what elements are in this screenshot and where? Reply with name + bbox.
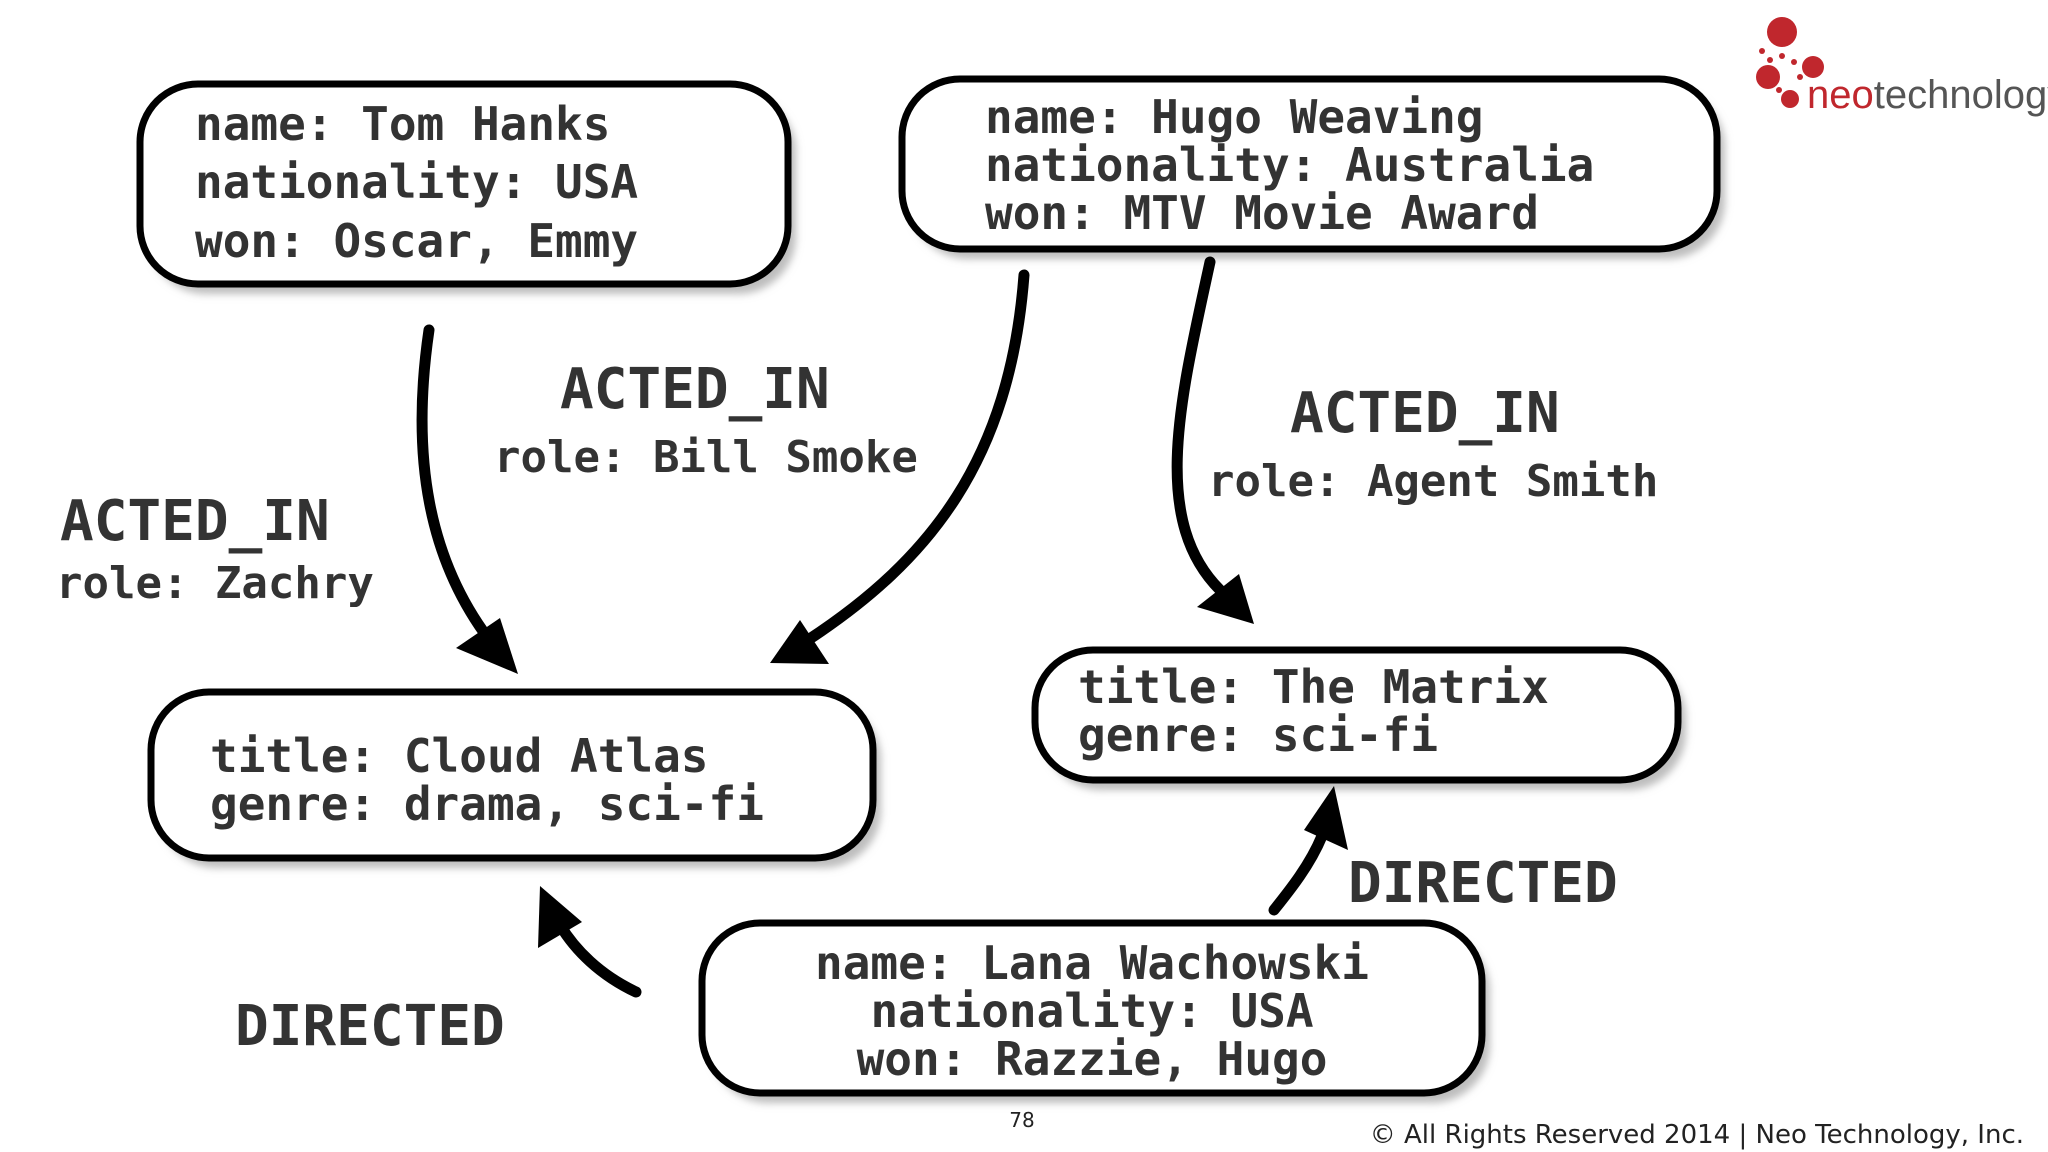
edge-tom-hanks-acted-in-cloud-atlas: ACTED_IN role: Zachry [56, 324, 518, 674]
edge-role-label: role: Agent Smith [1208, 456, 1658, 507]
logo-dot [1802, 56, 1824, 78]
edge-role-label: role: Zachry [56, 558, 374, 609]
edge-line [1268, 830, 1328, 916]
node-box [136, 80, 792, 288]
edge-lana-wachowski-directed-the-matrix: DIRECTED [1268, 786, 1618, 916]
node-title: title: The Matrix [1078, 660, 1549, 714]
edge-role-label: role: Bill Smoke [494, 432, 918, 483]
node-lana-wachowski: name: Lana Wachowski nationality: USA wo… [698, 919, 1490, 1103]
node-won: won: Oscar, Emmy [195, 214, 638, 268]
edge-type-label: ACTED_IN [1290, 381, 1560, 446]
node-box [147, 688, 877, 862]
arrow-head [770, 620, 829, 664]
logo-dot [1776, 87, 1782, 93]
node-name: name: Hugo Weaving [985, 90, 1484, 144]
edge-hugo-weaving-acted-in-cloud-atlas: ACTED_IN role: Bill Smoke [494, 269, 1030, 664]
arrow-head [456, 618, 518, 674]
edge-hugo-weaving-acted-in-the-matrix: ACTED_IN role: Agent Smith [1171, 256, 1658, 624]
node-genre: genre: sci-fi [1078, 708, 1438, 762]
logo-dot [1759, 48, 1765, 54]
neotechnology-logo: neotechnology [1756, 17, 2048, 117]
node-name: name: Tom Hanks [195, 97, 610, 151]
node-nationality: nationality: USA [195, 155, 638, 209]
node-the-matrix: title: The Matrix genre: sci-fi [1031, 646, 1686, 790]
logo-dot [1797, 74, 1803, 80]
logo-text: neotechnology [1807, 73, 2048, 117]
page-number: 78 [1009, 1108, 1034, 1132]
logo-dot [1756, 65, 1780, 89]
arrow-head [1197, 574, 1254, 624]
edge-lana-wachowski-directed-cloud-atlas: DIRECTED [235, 886, 642, 1059]
arrow-head [538, 886, 582, 948]
edge-line [416, 324, 494, 644]
node-title: title: Cloud Atlas [210, 729, 709, 783]
node-won: won: MTV Movie Award [985, 186, 1539, 240]
edge-type-label: DIRECTED [235, 994, 505, 1059]
edge-line [802, 269, 1030, 646]
node-won: won: Razzie, Hugo [857, 1032, 1328, 1086]
arrow-head [1304, 786, 1348, 850]
logo-dot [1767, 17, 1797, 47]
edge-type-label: ACTED_IN [560, 357, 830, 422]
edge-type-label: DIRECTED [1348, 851, 1618, 916]
node-genre: genre: drama, sci-fi [210, 777, 764, 831]
logo-dot [1767, 57, 1773, 63]
node-box [1031, 646, 1682, 784]
logo-dot [1791, 59, 1797, 65]
node-tom-hanks: name: Tom Hanks nationality: USA won: Os… [136, 80, 796, 294]
node-nationality: nationality: Australia [985, 138, 1594, 192]
logo-dot [1779, 53, 1785, 59]
edge-line [554, 919, 642, 998]
logo-dot [1781, 90, 1799, 108]
edge-line [1171, 256, 1226, 596]
edge-type-label: ACTED_IN [60, 489, 330, 554]
node-nationality: nationality: USA [870, 984, 1313, 1038]
copyright-notice: © All Rights Reserved 2014 | Neo Technol… [1370, 1120, 2024, 1150]
node-box [898, 75, 1721, 253]
node-cloud-atlas: title: Cloud Atlas genre: drama, sci-fi [147, 688, 881, 868]
node-name: name: Lana Wachowski [815, 936, 1369, 990]
node-hugo-weaving: name: Hugo Weaving nationality: Australi… [898, 75, 1725, 259]
node-box [698, 919, 1486, 1097]
